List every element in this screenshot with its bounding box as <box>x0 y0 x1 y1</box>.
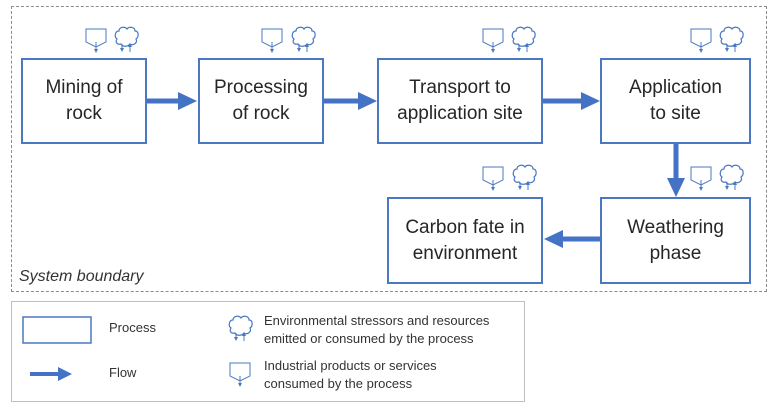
environmental-stressor-icon <box>114 26 139 53</box>
legend-flow-label: Flow <box>109 365 137 380</box>
process-application: Application to site <box>600 58 751 144</box>
legend-symbols <box>22 315 253 388</box>
environmental-stressor-icon <box>512 164 537 191</box>
system-boundary <box>11 6 767 292</box>
legend-industrial-label: Industrial products or services consumed… <box>264 358 437 392</box>
process-transport: Transport to application site <box>377 58 543 144</box>
flow-arrow-transport-to-application <box>543 92 600 110</box>
industrial-product-icon <box>482 166 504 192</box>
industrial-product-icon <box>482 28 504 54</box>
process-carbon-fate: Carbon fate in environment <box>387 197 543 284</box>
flow-arrow-weathering-to-carbon-fate <box>544 230 600 248</box>
process-label: Transport to application site <box>397 77 523 124</box>
legend-environmental-stressor-icon <box>228 315 253 342</box>
environmental-stressor-icon <box>719 164 744 191</box>
system-boundary-label: System boundary <box>19 268 144 285</box>
process-weathering: Weathering phase <box>600 197 751 284</box>
process-label: Weathering phase <box>627 216 724 264</box>
process-label: Application to site <box>629 77 722 124</box>
legend-flow-arrow <box>30 367 72 381</box>
legend-process-swatch <box>22 316 92 344</box>
environmental-stressor-icon <box>719 26 744 53</box>
industrial-product-icon <box>690 28 712 54</box>
environmental-stressor-icon <box>291 26 316 53</box>
environmental-stressor-icon <box>511 26 536 53</box>
industrial-product-icon <box>85 28 107 54</box>
legend-process-label: Process <box>109 320 156 335</box>
process-mining: Mining of rock <box>21 58 147 144</box>
industrial-product-icon <box>690 166 712 192</box>
process-label: Mining of rock <box>45 77 123 124</box>
legend-stressors-label: Environmental stressors and resources em… <box>264 313 490 347</box>
process-label: Carbon fate in environment <box>405 216 525 264</box>
flow-arrow-processing-to-transport <box>324 92 377 110</box>
process-processing: Processing of rock <box>198 58 324 144</box>
flow-arrow-mining-to-processing <box>147 92 197 110</box>
legend-industrial-product-icon <box>229 362 251 388</box>
industrial-product-icon <box>261 28 283 54</box>
legend: Process Flow Environmental stressors and… <box>11 301 525 402</box>
process-label: Processing of rock <box>214 77 308 124</box>
flow-arrow-application-to-weathering <box>667 144 685 197</box>
